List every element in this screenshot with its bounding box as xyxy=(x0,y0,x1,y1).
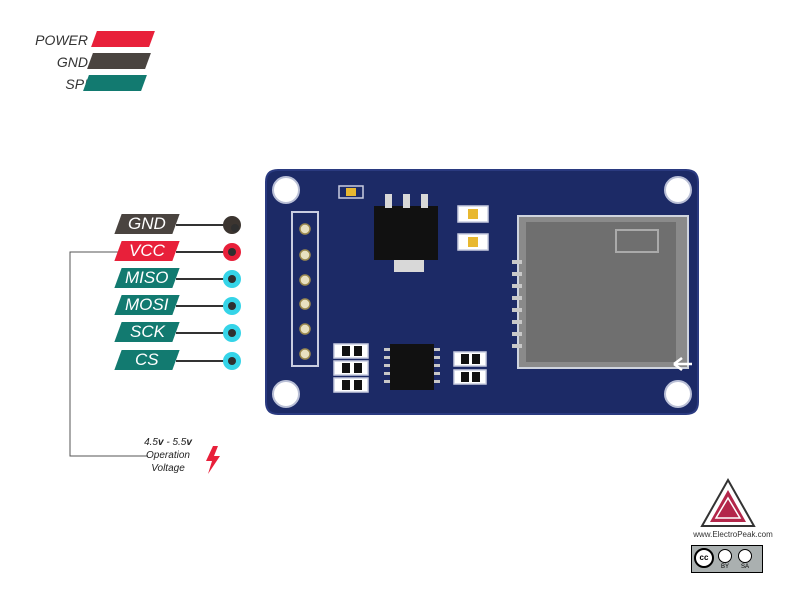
wire-cs xyxy=(176,360,231,362)
license-sa-label: SA xyxy=(740,564,749,570)
license-by-label: BY xyxy=(720,564,729,570)
level-shifter-ic xyxy=(390,344,434,390)
voltage-line2: Operation xyxy=(146,450,190,461)
sa-icon xyxy=(738,549,752,563)
cc-license-badge: cc BY SA xyxy=(691,545,763,573)
wire-mosi xyxy=(176,305,231,307)
pin-label-gnd: GND xyxy=(114,214,180,234)
wire-vcc xyxy=(176,251,231,253)
legend-spi-label: SPI xyxy=(65,76,88,92)
pin-label-cs: CS xyxy=(114,350,180,370)
pin-dot-vcc xyxy=(223,243,241,261)
voltage-regulator xyxy=(374,206,438,260)
pin-dot-mosi xyxy=(223,297,241,315)
sd-card-module xyxy=(265,169,699,415)
pin-dot-cs xyxy=(223,352,241,370)
pin-dot-sck xyxy=(223,324,241,342)
by-icon xyxy=(718,549,732,563)
electropeak-logo-icon xyxy=(700,477,756,527)
wire-gnd xyxy=(176,224,231,226)
mount-hole-bottom-left xyxy=(272,380,300,408)
socket-contacts xyxy=(512,260,522,348)
mount-hole-bottom-right xyxy=(664,380,692,408)
arrow-left-icon xyxy=(673,357,692,371)
legend-gnd-label: GND xyxy=(56,54,88,70)
wire-miso xyxy=(176,278,231,280)
pin-label-miso: MISO xyxy=(114,268,180,288)
wire-sck xyxy=(176,332,231,334)
pin-label-mosi: MOSI xyxy=(114,295,180,315)
cc-icon: cc xyxy=(694,548,714,568)
lightning-icon xyxy=(206,446,220,474)
voltage-note: 4.5v - 5.5v Operation Voltage xyxy=(128,436,208,475)
pin-label-sck: SCK xyxy=(114,322,180,342)
legend-power-label: POWER xyxy=(35,32,88,48)
website-text: www.ElectroPeak.com xyxy=(693,530,773,539)
header-pads xyxy=(299,223,311,360)
voltage-line3: Voltage xyxy=(151,463,185,474)
pin-label-vcc: VCC xyxy=(114,241,180,261)
pin-dot-miso xyxy=(223,270,241,288)
pin-header xyxy=(291,211,319,367)
mount-hole-top-left xyxy=(272,176,300,204)
pin-dot-gnd xyxy=(223,216,241,234)
voltage-range: 4.5v - 5.5v xyxy=(144,437,192,448)
mount-hole-top-right xyxy=(664,176,692,204)
lower-left-caps xyxy=(333,343,369,393)
